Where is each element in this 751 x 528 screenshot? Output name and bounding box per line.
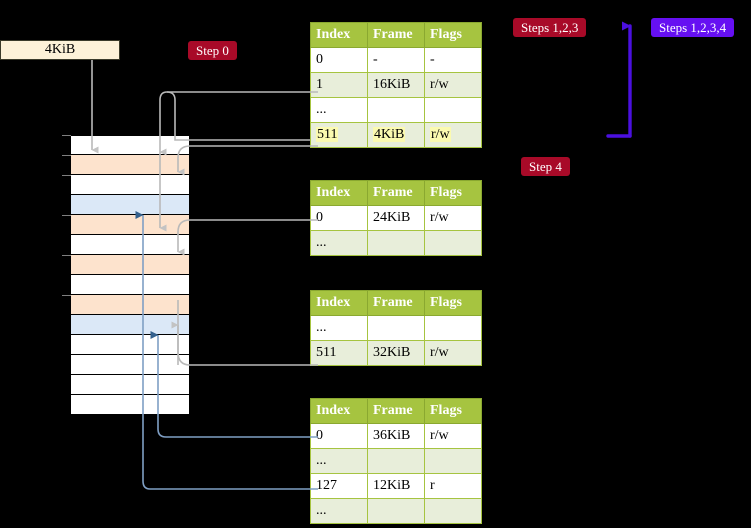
memory-frame-row xyxy=(70,275,190,295)
cell-flags: r/w xyxy=(424,340,482,366)
highlighted-value: 4KiB xyxy=(373,127,406,142)
cell-index: ... xyxy=(310,498,368,524)
cell-frame xyxy=(367,315,425,341)
cell-flags: r xyxy=(424,473,482,499)
table-row: ... xyxy=(310,498,482,524)
memory-frame-row xyxy=(70,295,190,315)
column-header-flags: Flags xyxy=(424,398,482,424)
memory-frame-row xyxy=(70,315,190,335)
cell-frame xyxy=(367,230,425,256)
table-row: ... xyxy=(310,230,482,256)
memory-frame-row xyxy=(70,375,190,395)
cell-frame: 12KiB xyxy=(367,473,425,499)
badge-step-0: Step 0 xyxy=(188,41,237,60)
cell-frame xyxy=(367,97,425,123)
cell-index: ... xyxy=(310,97,368,123)
column-header-flags: Flags xyxy=(424,22,482,48)
memory-frame-tick xyxy=(62,255,71,256)
memory-frame-row xyxy=(70,135,190,155)
memory-frame-row xyxy=(70,155,190,175)
physical-memory-column xyxy=(62,135,190,416)
highlighted-value: r/w xyxy=(430,127,451,142)
memory-frame-row xyxy=(70,355,190,375)
column-header-index: Index xyxy=(310,290,368,316)
column-header-flags: Flags xyxy=(424,290,482,316)
memory-frame-tick xyxy=(62,215,71,216)
cell-frame: 32KiB xyxy=(367,340,425,366)
column-header-flags: Flags xyxy=(424,180,482,206)
memory-frame-tick xyxy=(62,175,71,176)
cell-frame: 36KiB xyxy=(367,423,425,449)
column-header-index: Index xyxy=(310,22,368,48)
cell-index: ... xyxy=(310,230,368,256)
memory-frame-row xyxy=(70,215,190,235)
column-header-frame: Frame xyxy=(367,22,425,48)
cell-flags xyxy=(424,448,482,474)
cell-index: 127 xyxy=(310,473,368,499)
frame-size-legend-label: 4KiB xyxy=(44,42,76,57)
cell-flags: - xyxy=(424,47,482,73)
cell-flags xyxy=(424,230,482,256)
cell-index: ... xyxy=(310,448,368,474)
column-header-frame: Frame xyxy=(367,180,425,206)
cell-flags: r/w xyxy=(424,122,482,148)
cell-flags: r/w xyxy=(424,205,482,231)
cell-index: ... xyxy=(310,315,368,341)
table-row: ... xyxy=(310,448,482,474)
column-header-index: Index xyxy=(310,398,368,424)
memory-frame-row xyxy=(70,395,190,415)
wire-loopback-purple xyxy=(606,21,632,138)
cell-frame: 16KiB xyxy=(367,72,425,98)
frame-size-legend-box: 4KiB xyxy=(0,40,120,60)
cell-index: 1 xyxy=(310,72,368,98)
column-header-index: Index xyxy=(310,180,368,206)
cell-flags xyxy=(424,97,482,123)
memory-frame-tick xyxy=(62,135,71,136)
cell-flags: r/w xyxy=(424,72,482,98)
column-header-frame: Frame xyxy=(367,290,425,316)
table-row: ... xyxy=(310,315,482,341)
table-row: 511 4KiB r/w xyxy=(310,122,482,148)
cell-index: 511 xyxy=(310,340,368,366)
table-row: ... xyxy=(310,97,482,123)
highlighted-value: 511 xyxy=(316,127,339,142)
column-header-frame: Frame xyxy=(367,398,425,424)
badge-steps-1234: Steps 1,2,3,4 xyxy=(651,18,735,37)
memory-frame-tick xyxy=(62,155,71,156)
cell-frame xyxy=(367,498,425,524)
cell-flags xyxy=(424,315,482,341)
memory-frame-row xyxy=(70,335,190,355)
memory-frame-tick xyxy=(62,295,71,296)
cell-index: 0 xyxy=(310,205,368,231)
cell-flags: r/w xyxy=(424,423,482,449)
cell-frame: 4KiB xyxy=(367,122,425,148)
badge-steps-123: Steps 1,2,3 xyxy=(513,18,587,37)
cell-flags xyxy=(424,498,482,524)
table-row: 0-- xyxy=(310,47,482,73)
cell-frame: - xyxy=(367,47,425,73)
cell-index: 0 xyxy=(310,423,368,449)
memory-frame-row xyxy=(70,255,190,275)
badge-step-4: Step 4 xyxy=(521,157,570,176)
memory-frame-row xyxy=(70,175,190,195)
cell-index: 511 xyxy=(310,122,368,148)
memory-frame-row xyxy=(70,195,190,215)
cell-frame: 24KiB xyxy=(367,205,425,231)
cell-index: 0 xyxy=(310,47,368,73)
cell-frame xyxy=(367,448,425,474)
memory-frame-row xyxy=(70,235,190,255)
